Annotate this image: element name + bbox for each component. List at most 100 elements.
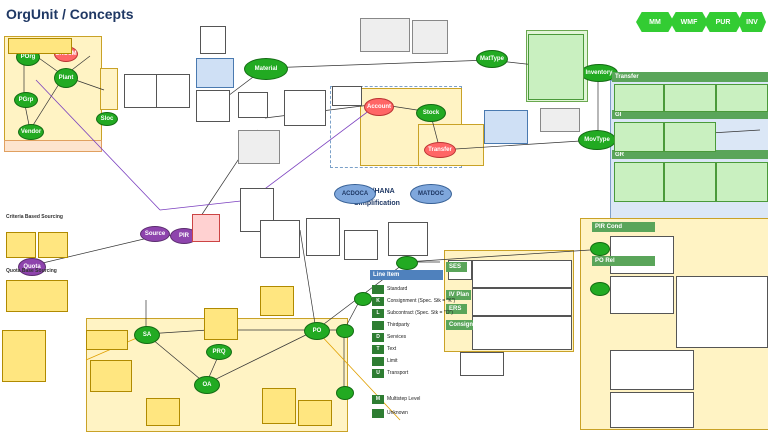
transfer-node[interactable]: Transfer <box>424 142 456 158</box>
line-item-header: Line Item <box>370 270 443 280</box>
detail-node-2[interactable] <box>590 282 610 296</box>
detail-box-4 <box>610 350 694 390</box>
transfer-header: Transfer <box>612 72 768 82</box>
transfer-box-1 <box>614 84 664 112</box>
criteria-sourcing-label: Criteria Based Sourcing <box>6 214 63 220</box>
invoice-node[interactable] <box>396 256 418 270</box>
detail-node-1[interactable] <box>590 242 610 256</box>
pricing-box <box>306 218 340 256</box>
ub-node[interactable] <box>336 386 354 400</box>
po-rel-label: PO Rel <box>592 256 655 266</box>
mrp-box <box>284 90 326 126</box>
quota-sourcing-label: Quota Base Sourcing <box>6 268 57 274</box>
definition-box <box>360 18 410 52</box>
sloc-node[interactable]: Sloc <box>96 112 118 126</box>
criteria-box <box>6 232 36 258</box>
sa-release-box <box>90 360 132 392</box>
page-title: OrgUnit / Concepts <box>6 6 134 22</box>
material-ext-box <box>156 74 190 108</box>
transfer-box-2 <box>664 84 716 112</box>
consign-desc-box <box>472 316 572 350</box>
invoice-doc-box <box>388 222 428 256</box>
ses-label: SES <box>446 262 467 272</box>
mattype-desc-box <box>484 110 528 144</box>
mattype-list-box <box>528 34 584 100</box>
criteria-box-2 <box>38 232 68 258</box>
badge-inv: INV <box>738 12 766 32</box>
pir-cond-label: PIR Cond <box>592 222 655 232</box>
source-node[interactable]: Source <box>140 226 170 242</box>
plant-data-box <box>238 92 268 118</box>
gi-box-2 <box>664 122 716 152</box>
s4-heading: S4/HANA <box>364 188 395 195</box>
line-item-row: Limit <box>372 356 398 366</box>
plant-node[interactable]: Plant <box>54 68 78 88</box>
matdoc-oval: MATDOC <box>410 184 452 204</box>
line-item-row: Unknown <box>372 408 408 418</box>
sourcing-red-box <box>192 214 220 242</box>
inventory-desc-box <box>540 108 580 132</box>
quota-details-box <box>6 280 68 312</box>
movtype-node[interactable]: MovType <box>578 130 616 150</box>
oa-node[interactable]: OA <box>194 376 220 394</box>
pgrp-node[interactable]: PGrp <box>14 92 38 108</box>
gi-box-1 <box>614 122 664 152</box>
s4-subheading: Simplification <box>354 200 400 207</box>
quota-node[interactable]: Quota <box>18 258 46 276</box>
detail-box-1 <box>610 236 674 274</box>
line-item-row: Standard <box>372 284 407 294</box>
sa-types-box <box>86 330 128 350</box>
ivplan-desc-box <box>472 288 572 316</box>
po-account-box <box>262 388 296 424</box>
rules-box <box>412 20 448 54</box>
ivplan-label: IV Plan <box>446 290 471 300</box>
vendor-node[interactable]: Vendor <box>18 124 44 140</box>
material-node[interactable]: Material <box>244 58 288 80</box>
ers-label: ERS <box>446 304 467 314</box>
oa-types-box <box>146 398 180 426</box>
acdoca-oval: ACDOCA <box>334 184 376 204</box>
stock-node[interactable]: Stock <box>416 104 446 122</box>
ses-desc-box <box>472 260 572 288</box>
account-node[interactable]: Account <box>364 98 394 116</box>
prq-types-box <box>204 308 238 340</box>
org-footer-bar <box>4 140 102 152</box>
nb-node[interactable] <box>336 324 354 338</box>
procurement-notes-box <box>2 330 46 382</box>
badge-mm: MM <box>636 12 674 32</box>
valuation-class-box <box>238 130 280 164</box>
org-note-box <box>8 38 72 54</box>
gr-box-1 <box>614 162 664 202</box>
badge-pur: PUR <box>704 12 742 32</box>
badge-wmf: WMF <box>670 12 708 32</box>
valuation-box <box>196 58 234 88</box>
prq-node[interactable]: PRQ <box>206 344 232 360</box>
gr-box-2 <box>664 162 716 202</box>
consign-fields-box <box>460 352 504 376</box>
mattype-node[interactable]: MatType <box>476 50 508 68</box>
transfer-box-3 <box>716 84 768 112</box>
detail-box-3 <box>676 276 768 348</box>
po-release-box <box>260 286 294 316</box>
fo-node[interactable] <box>354 292 372 306</box>
gi-header: GI <box>612 110 768 119</box>
gr-box-3 <box>716 162 768 202</box>
sa-node[interactable]: SA <box>134 326 160 344</box>
storage-box <box>332 86 362 106</box>
po-history-box <box>298 400 332 426</box>
line-item-row: Thirdparty <box>372 320 410 330</box>
item-category-box <box>344 230 378 260</box>
po-node[interactable]: PO <box>304 322 330 340</box>
consign-label: Consign <box>446 320 473 330</box>
detail-box-2 <box>610 276 674 314</box>
material-views-box <box>196 90 230 122</box>
client-box <box>200 26 226 54</box>
gr-header: GR <box>612 150 768 159</box>
conditions-box <box>260 220 300 258</box>
